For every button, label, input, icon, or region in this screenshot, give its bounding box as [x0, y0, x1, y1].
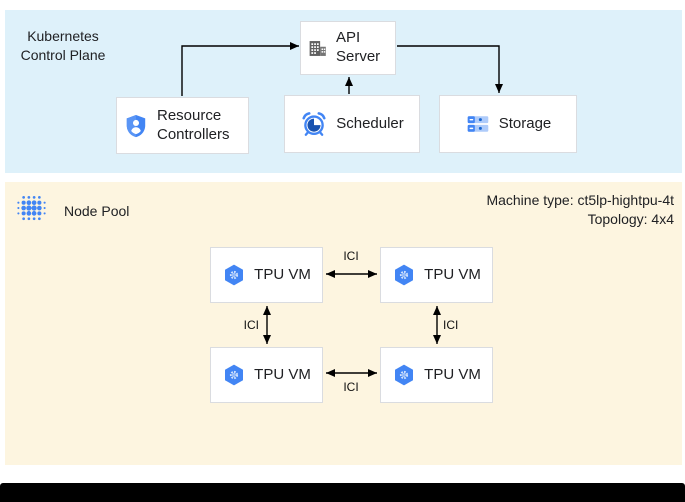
topology-text: Topology: 4x4: [587, 211, 674, 227]
resource-controllers-label: Resource Controllers: [157, 106, 230, 143]
tpu-vm-node-bottom-left: TPU VM: [210, 347, 323, 403]
storage-stack-icon: [465, 111, 491, 137]
gke-hexagon-icon: [392, 263, 416, 287]
dot-cluster-icon: [17, 196, 46, 221]
node-pool-title: Node Pool: [64, 203, 130, 219]
resource-controllers-node: Resource Controllers: [116, 97, 249, 154]
ici-link-label: ICI: [243, 318, 259, 332]
gke-hexagon-icon: [392, 363, 416, 387]
tpu-vm-label: TPU VM: [254, 365, 311, 383]
tpu-vm-node-top-left: TPU VM: [210, 247, 323, 303]
scheduler-node: Scheduler: [284, 95, 420, 153]
tpu-vm-label: TPU VM: [254, 265, 311, 283]
tpu-vm-node-top-right: TPU VM: [380, 247, 493, 303]
ici-link-label: ICI: [343, 380, 359, 394]
api-server-node: API Server: [300, 21, 396, 75]
machine-type-text: Machine type: ct5lp-hightpu-4t: [486, 192, 674, 208]
api-server-label: API Server: [336, 29, 381, 65]
control-plane-title: Kubernetes Control Plane: [8, 27, 118, 65]
node-pool-meta: Machine type: ct5lp-hightpu-4t Topology:…: [486, 191, 674, 229]
shield-user-icon: [123, 113, 149, 139]
gke-hexagon-icon: [222, 363, 246, 387]
tpu-vm-label: TPU VM: [424, 365, 481, 383]
control-plane-title-line2: Control Plane: [20, 47, 106, 63]
tpu-vm-node-bottom-right: TPU VM: [380, 347, 493, 403]
ici-link-label: ICI: [343, 249, 359, 263]
scheduler-label: Scheduler: [336, 114, 404, 132]
gke-hexagon-icon: [222, 263, 246, 287]
ici-link-label: ICI: [443, 318, 459, 332]
storage-label: Storage: [498, 114, 552, 132]
bottom-window-bar: [0, 483, 685, 502]
building-icon: [307, 38, 328, 59]
tpu-vm-label: TPU VM: [424, 265, 481, 283]
node-pool-panel: [5, 182, 682, 465]
storage-node: Storage: [439, 95, 577, 153]
control-plane-title-line1: Kubernetes: [27, 28, 99, 44]
alarm-clock-icon: [300, 110, 328, 138]
